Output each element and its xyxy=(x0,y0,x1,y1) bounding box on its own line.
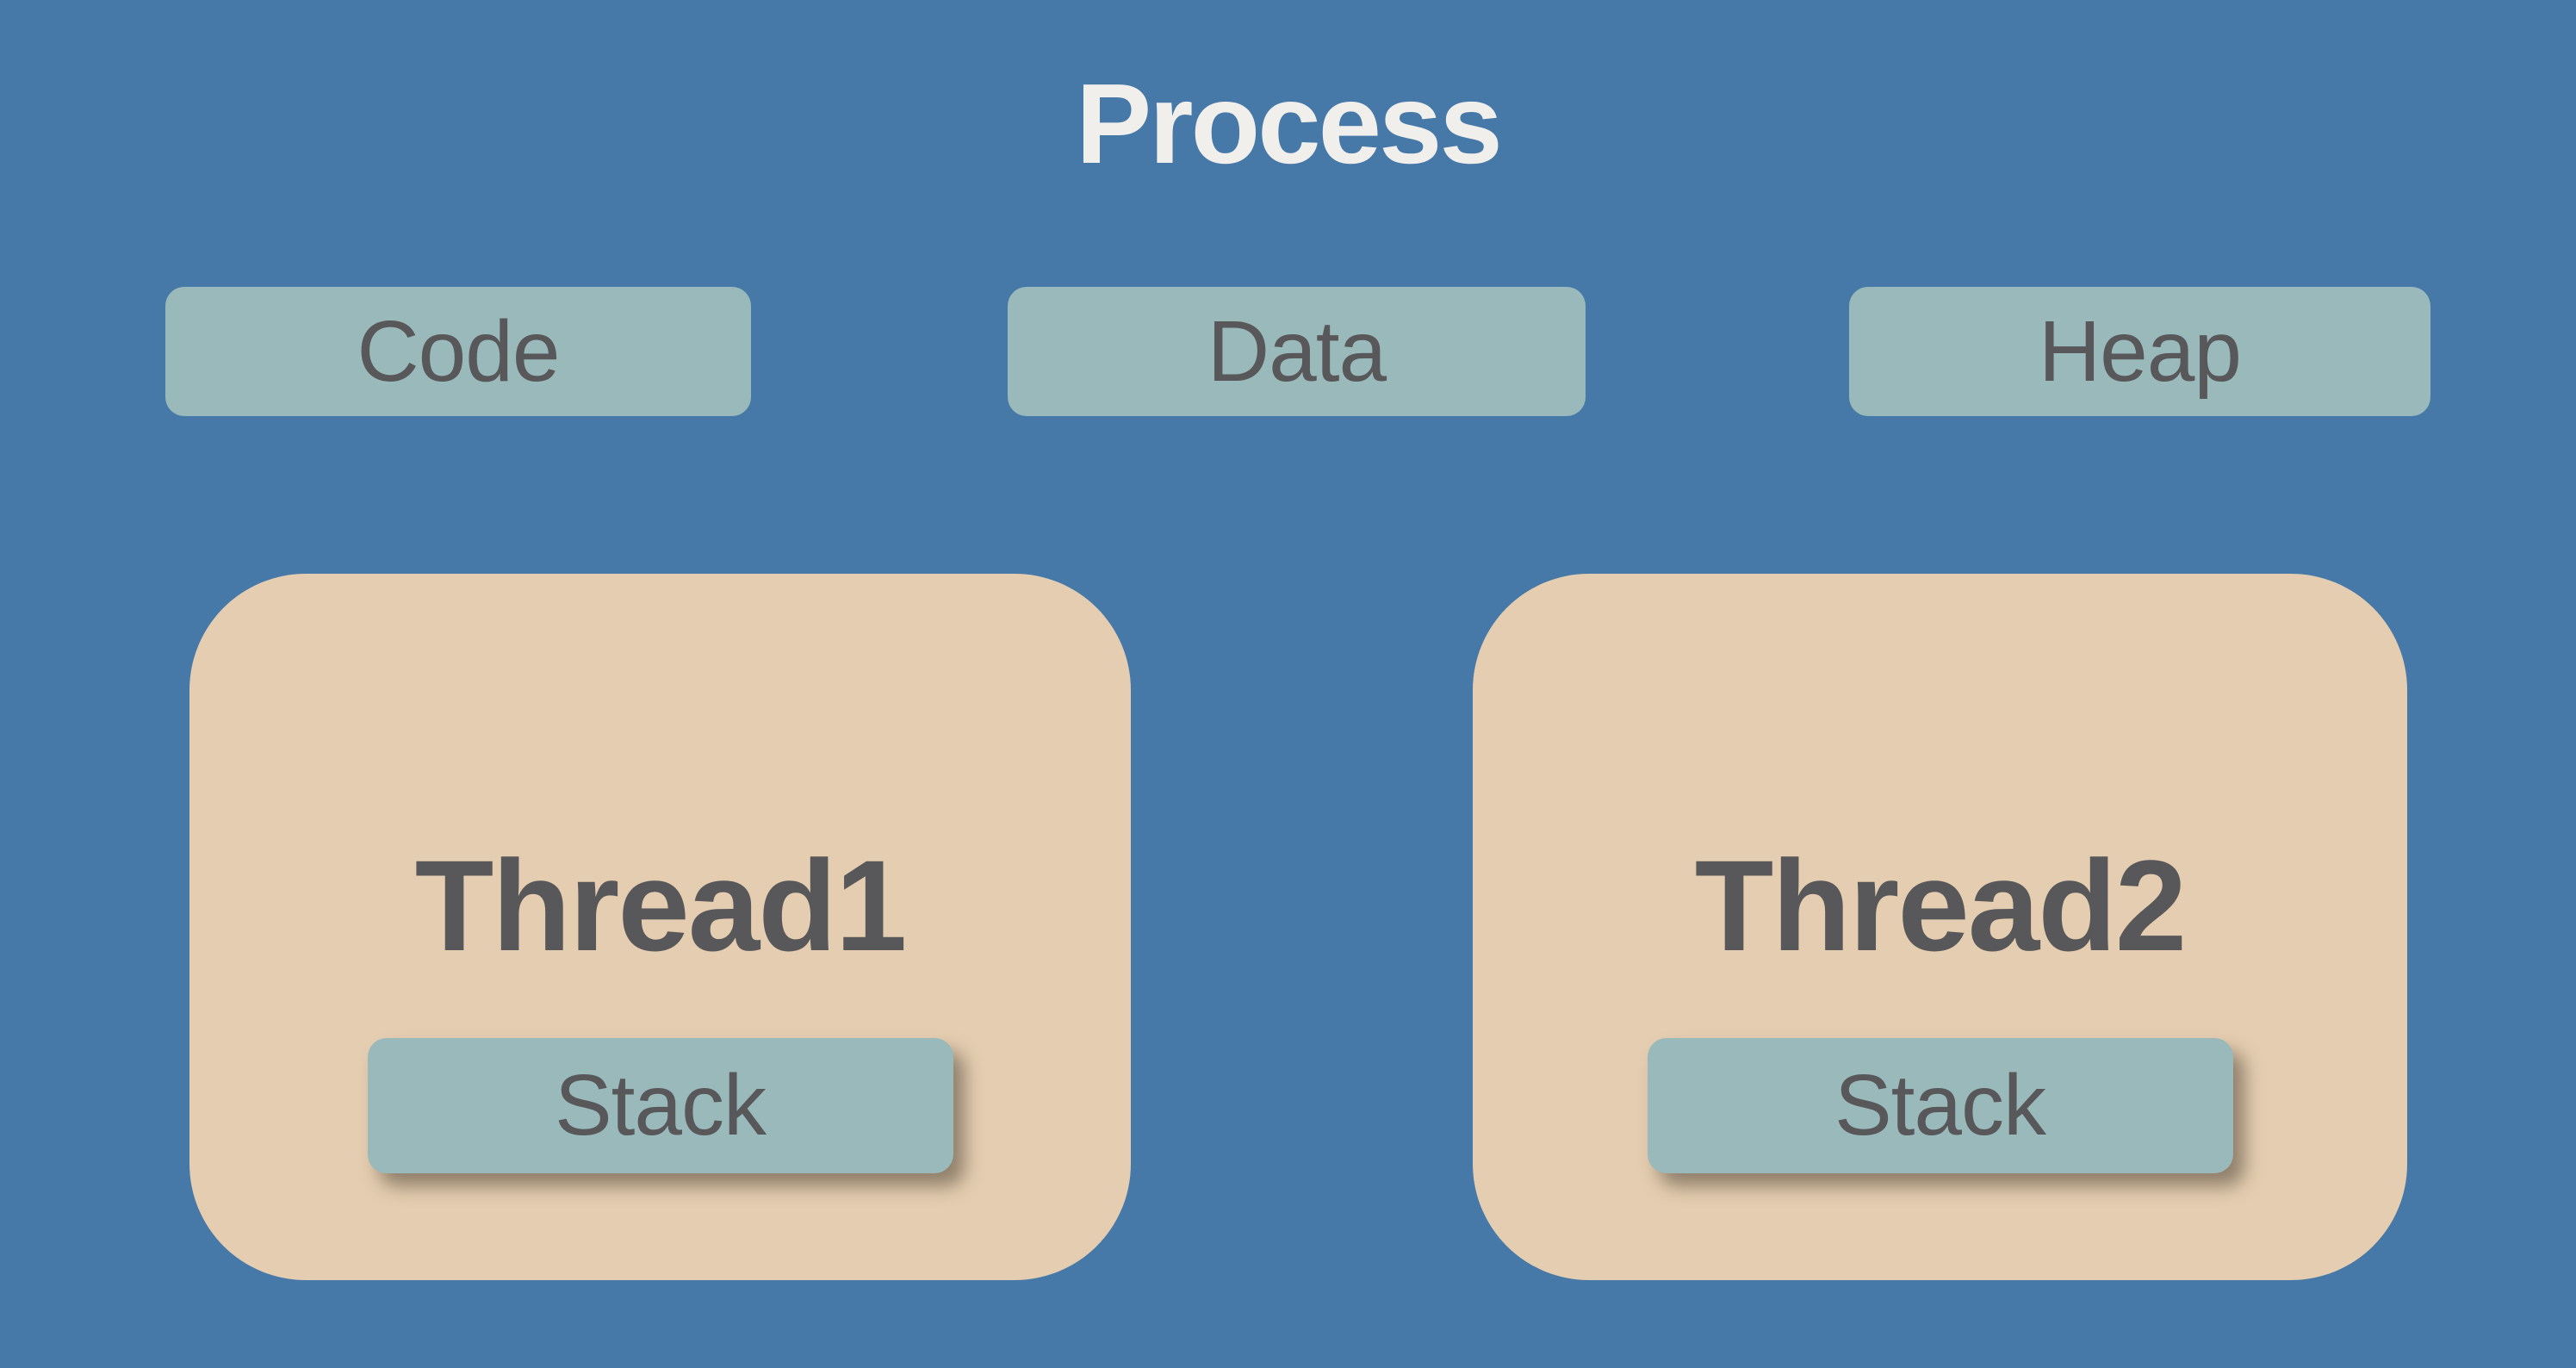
thread2-stack-label: Stack xyxy=(1834,1057,2046,1153)
process-title: Process xyxy=(1076,60,1503,187)
thread2-label: Thread2 xyxy=(1694,833,2188,978)
thread1-box: Thread1 Stack xyxy=(189,574,1131,1280)
data-box: Data xyxy=(1008,287,1586,416)
thread2-box: Thread2 Stack xyxy=(1473,574,2407,1280)
thread1-label: Thread1 xyxy=(414,833,908,978)
thread1-stack-box: Stack xyxy=(367,1038,953,1173)
code-box: Code xyxy=(165,287,751,416)
heap-label: Heap xyxy=(2038,302,2242,400)
code-label: Code xyxy=(357,302,560,400)
data-label: Data xyxy=(1207,302,1387,400)
heap-box: Heap xyxy=(1849,287,2430,416)
thread2-stack-box: Stack xyxy=(1647,1038,2233,1173)
thread1-stack-label: Stack xyxy=(554,1057,767,1153)
